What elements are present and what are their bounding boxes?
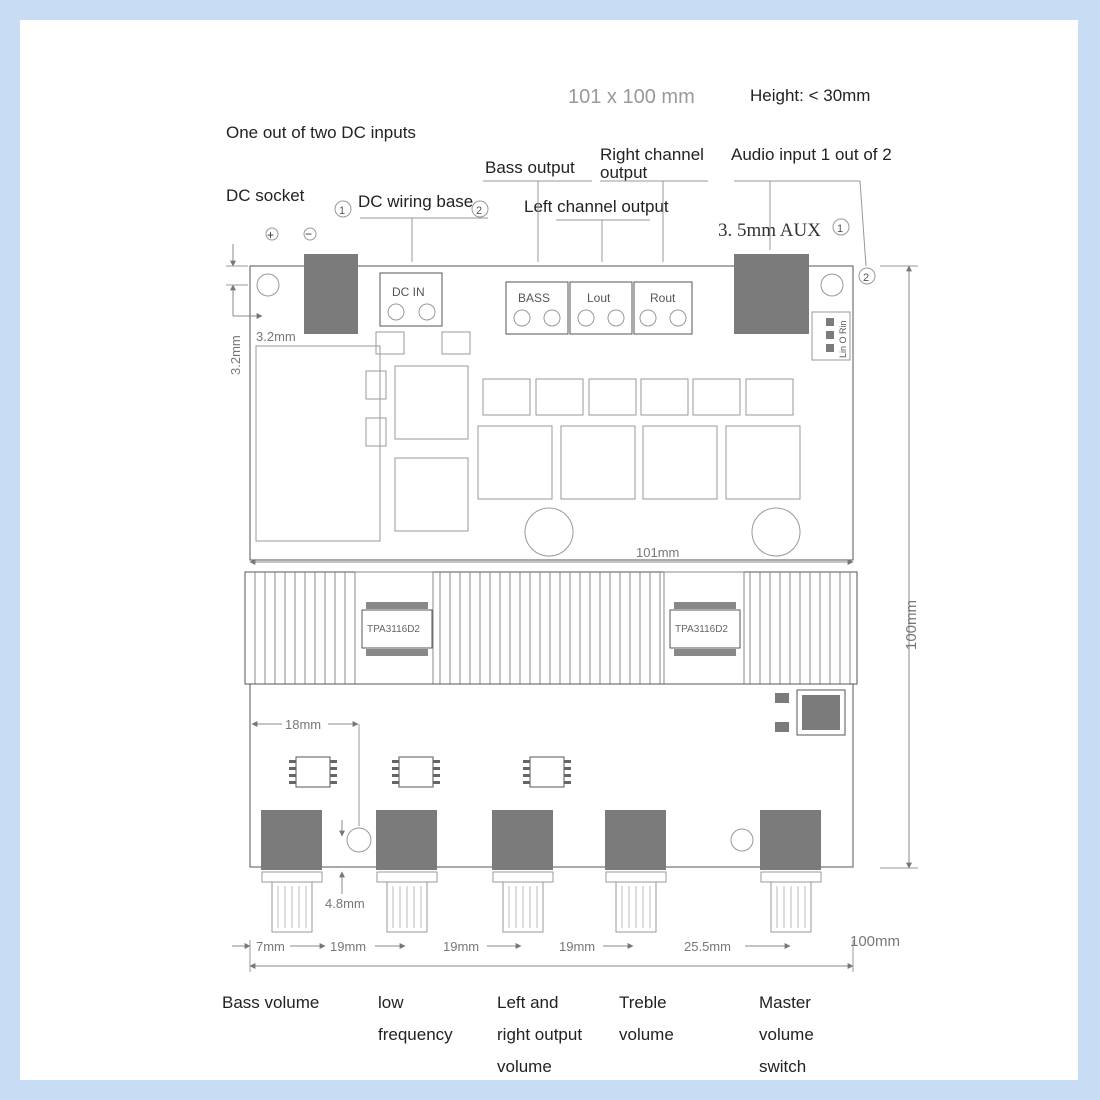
dim-width-bottom: 100mm [850, 933, 900, 950]
svg-text:19mm: 19mm [559, 939, 595, 954]
amp-chip-right: TPA3116D2 [669, 602, 741, 656]
marker-2-dc: 2 [471, 200, 489, 218]
dc-polarity: + − [265, 227, 317, 242]
terminal-rout: Rout [633, 281, 693, 335]
svg-text:Rout: Rout [650, 291, 676, 305]
svg-text:Bass volume: Bass volume [222, 993, 319, 1012]
knob-label-left-right: Left and right output volume [497, 993, 582, 1076]
svg-text:Treble: Treble [619, 993, 667, 1012]
svg-text:Lout: Lout [587, 291, 611, 305]
heatsink [244, 571, 858, 685]
svg-text:volume: volume [759, 1025, 814, 1044]
knob-label-low-frequency: low frequency [378, 993, 453, 1044]
svg-text:switch: switch [759, 1057, 806, 1076]
callout-dc-wiring: DC wiring base [358, 192, 473, 211]
svg-text:right output: right output [497, 1025, 582, 1044]
op-amp-chips [289, 756, 571, 788]
svg-text:Lin O Rin: Lin O Rin [838, 320, 848, 358]
svg-text:−: − [305, 227, 312, 241]
svg-text:DC IN: DC IN [392, 285, 425, 299]
terminal-dc-in: DC IN [379, 272, 443, 327]
marker-1-aux: 1 [832, 218, 850, 236]
dim-side-right: 100mm [880, 265, 920, 869]
knob-label-bass: Bass volume [222, 993, 319, 1012]
svg-text:volume: volume [619, 1025, 674, 1044]
dc-socket [304, 254, 358, 334]
svg-text:BASS: BASS [518, 291, 550, 305]
inductor [255, 345, 381, 542]
svg-text:18mm: 18mm [285, 717, 321, 732]
svg-text:19mm: 19mm [330, 939, 366, 954]
input-selector: Lin O Rin [811, 311, 851, 361]
pot-master [760, 810, 822, 933]
svg-text:1: 1 [339, 205, 345, 217]
svg-text:Left and: Left and [497, 993, 558, 1012]
svg-text:19mm: 19mm [443, 939, 479, 954]
svg-text:2: 2 [863, 272, 869, 284]
svg-text:TPA3116D2: TPA3116D2 [675, 624, 728, 635]
svg-text:+: + [267, 228, 274, 242]
terminal-bass: BASS [505, 281, 569, 335]
pot-left-right-volume [492, 810, 554, 933]
dim-hole-offset: 3.2mm [256, 329, 296, 344]
svg-text:frequency: frequency [378, 1025, 453, 1044]
board-height: Height: < 30mm [750, 86, 870, 105]
svg-text:2: 2 [476, 205, 482, 217]
svg-text:25.5mm: 25.5mm [684, 939, 731, 954]
board-size: 101 x 100 mm [568, 86, 695, 108]
dim-height-side: 100mm [903, 600, 920, 650]
leader-lines [360, 180, 867, 267]
marker-1-dc: 1 [334, 200, 352, 218]
mount-hole [730, 828, 754, 852]
callout-dc-inputs: One out of two DC inputs [226, 123, 416, 142]
diagram-panel: 101 x 100 mm Height: < 30mm One out of t… [20, 20, 1078, 1080]
components [394, 365, 801, 557]
svg-text:1: 1 [837, 223, 843, 235]
aux-jack [734, 254, 809, 334]
callout-right-channel: Right channel [600, 145, 704, 164]
svg-text:TPA3116D2: TPA3116D2 [367, 624, 420, 635]
mount-hole [256, 273, 280, 297]
callout-audio-input: Audio input 1 out of 2 [731, 145, 892, 164]
callout-bass-output: Bass output [485, 158, 575, 177]
callout-dc-socket: DC socket [226, 186, 305, 205]
dim-hole-offset-side: 3.2mm [228, 335, 243, 375]
pot-low-frequency [376, 810, 438, 933]
terminal-lout: Lout [569, 281, 633, 335]
pot-treble [605, 810, 667, 933]
svg-text:volume: volume [497, 1057, 552, 1076]
amp-chip-left: TPA3116D2 [361, 602, 433, 656]
knob-label-master: Master volume switch [759, 993, 814, 1076]
board-diagram: 101 x 100 mm Height: < 30mm One out of t… [222, 86, 920, 1076]
dim-side-left: 3.2mm 3.2mm [226, 244, 296, 375]
marker-2-aux: 2 [858, 267, 876, 285]
dim-knob-spacing: 18mm 4.8mm [251, 717, 365, 911]
svg-text:low: low [378, 993, 404, 1012]
dim-knob-offset: 4.8mm [325, 896, 365, 911]
svg-text:7mm: 7mm [256, 939, 285, 954]
mount-hole [346, 827, 372, 853]
mount-hole [820, 273, 844, 297]
pot-bass [261, 810, 323, 933]
callout-left-channel: Left channel output [524, 197, 669, 216]
knob-label-treble: Treble volume [619, 993, 674, 1044]
callout-right-channel-2: output [600, 163, 648, 182]
dim-width-top: 101mm [636, 545, 679, 560]
svg-text:Master: Master [759, 993, 811, 1012]
dim-bottom-spacing: 7mm 19mm 19mm 19mm 25.5mm 100mm [232, 933, 900, 972]
